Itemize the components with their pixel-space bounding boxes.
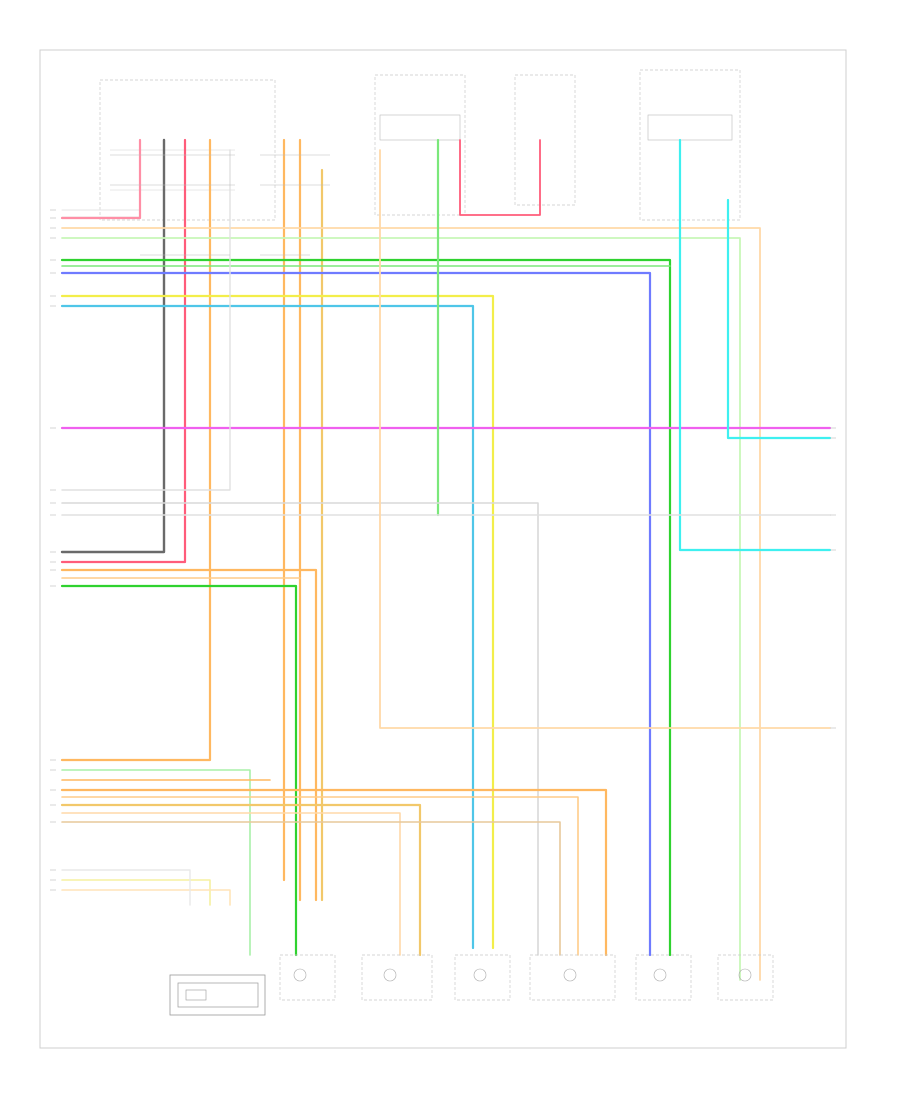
- module-connector-pins: [110, 154, 330, 256]
- driver-seat-recline-motor: [635, 954, 692, 1001]
- passenger-seat-horizontal-motor: [279, 954, 336, 1001]
- fuse-block: [514, 74, 576, 206]
- diagram-frame: [39, 49, 847, 1049]
- driver-seat-front-vertical-motor: [361, 954, 433, 1001]
- driver-seat-rear-vertical-motor: [454, 954, 511, 1001]
- passenger-seat-switch: [639, 69, 741, 221]
- wire-harness: [60, 138, 832, 981]
- passenger-seat-sensor: [169, 974, 266, 1016]
- driver-seat-switch: [374, 74, 466, 216]
- left-edge-pins: [50, 209, 56, 891]
- driver-seat-lumbar-motor: [717, 954, 774, 1001]
- right-edge-connectors: [830, 427, 836, 729]
- seat-memory-module: [99, 79, 276, 221]
- driver-seat-horizontal-motor: [529, 954, 616, 1001]
